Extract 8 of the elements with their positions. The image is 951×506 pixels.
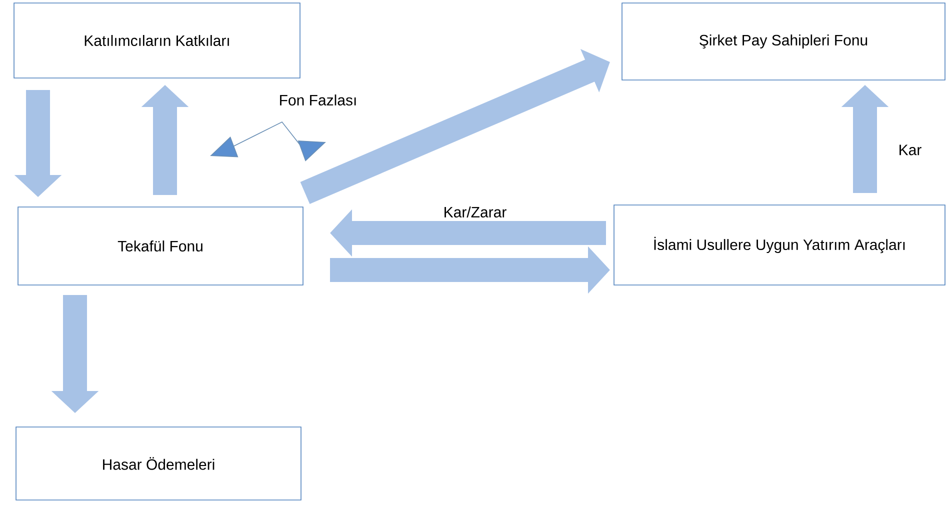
edge-label: Kar bbox=[897, 144, 923, 156]
surplus-label: Fon Fazlası bbox=[280, 94, 356, 106]
process-box: Şirket Pay Sahipleri Fonu bbox=[622, 2, 946, 80]
process-box: Katılımcıların Katkıları bbox=[14, 2, 300, 78]
edge-label: Kar/Zarar bbox=[442, 206, 508, 218]
process-box: İslami Usullere Uygun Yatırım Araçları bbox=[614, 204, 946, 286]
process-box: Hasar Ödemeleri bbox=[16, 426, 302, 500]
process-box: Tekafül Fonu bbox=[18, 206, 304, 286]
